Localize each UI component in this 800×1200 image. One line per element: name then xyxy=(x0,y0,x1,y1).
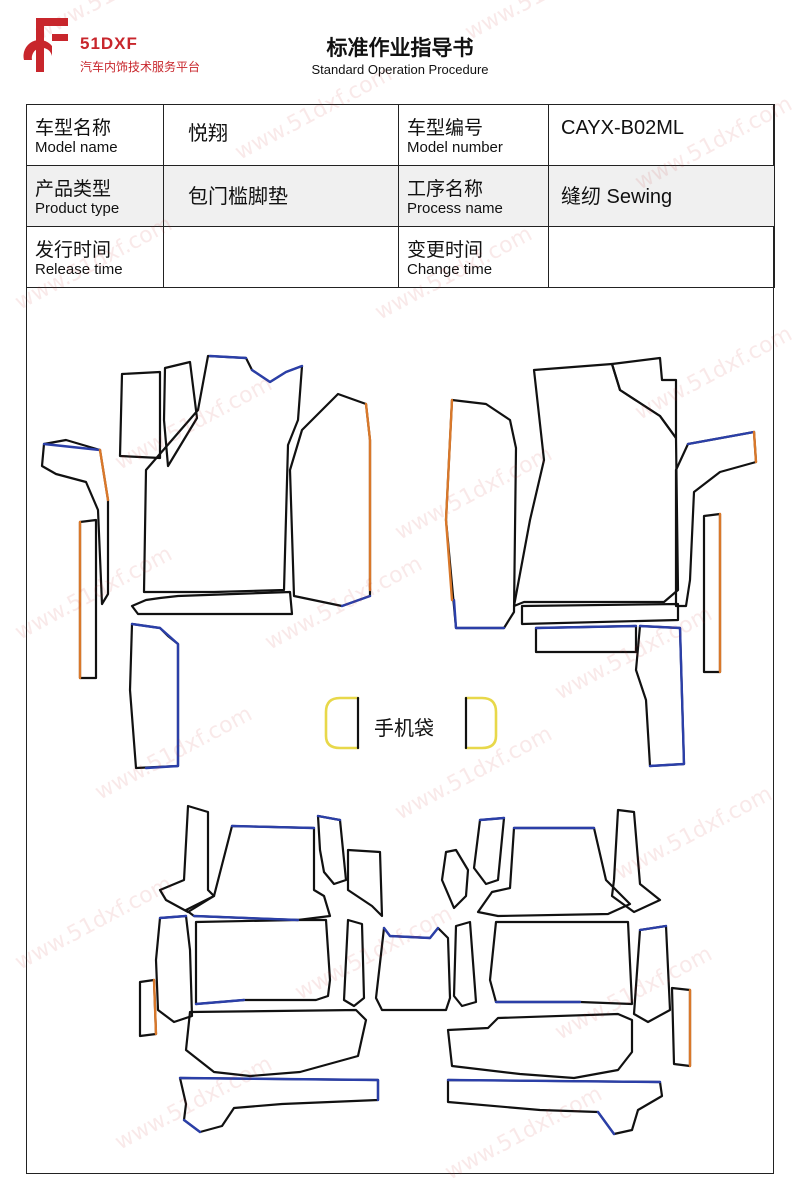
page-title: 标准作业指导书 xyxy=(326,36,474,60)
process-name-label: 工序名称 xyxy=(407,178,484,200)
mat-piece xyxy=(130,590,294,616)
mat-piece xyxy=(674,430,758,608)
product-type-value-cell: 包门槛脚垫 xyxy=(163,165,399,227)
info-table: 车型名称 Model name 悦翔 车型编号 Model number CAY… xyxy=(26,104,775,288)
mat-piece xyxy=(142,354,304,594)
model-number-value-cell: CAYX-B02ML xyxy=(548,104,775,166)
pocket-right xyxy=(464,696,498,750)
mat-piece xyxy=(634,624,686,768)
brand-tagline: 汽车内饰技术服务平台 xyxy=(80,60,201,74)
model-name-value-cell: 悦翔 xyxy=(163,104,399,166)
product-type-label-en: Product type xyxy=(35,200,120,217)
process-name-value: 缝纫 Sewing xyxy=(561,186,673,208)
model-name-value: 悦翔 xyxy=(188,121,228,145)
model-name-label-cell: 车型名称 Model name xyxy=(26,104,164,166)
pocket-label: 手机袋 xyxy=(374,716,434,740)
mat-piece xyxy=(346,848,384,918)
mat-piece xyxy=(440,848,470,910)
mat-piece xyxy=(632,924,672,1024)
model-number-label-en: Model number xyxy=(407,139,503,156)
pocket-left xyxy=(324,696,360,750)
product-type-label-cell: 产品类型 Product type xyxy=(26,165,164,227)
mat-piece xyxy=(610,356,678,440)
info-row: 产品类型 Product type 包门槛脚垫 工序名称 Process nam… xyxy=(26,165,775,227)
mat-piece xyxy=(40,438,110,606)
orange-edges xyxy=(78,398,758,1068)
mat-piece xyxy=(512,362,680,608)
release-time-label-cell: 发行时间 Release time xyxy=(26,226,164,288)
model-number-label-cell: 车型编号 Model number xyxy=(398,104,549,166)
logo: 51DXF 汽车内饰技术服务平台 xyxy=(22,16,242,80)
blue-edges xyxy=(42,354,756,1136)
process-name-value-cell: 缝纫 Sewing xyxy=(548,165,775,227)
page-subtitle: Standard Operation Procedure xyxy=(311,62,489,77)
model-name-label-en: Model name xyxy=(35,139,118,156)
info-row: 车型名称 Model name 悦翔 车型编号 Model number CAY… xyxy=(26,104,775,166)
release-time-label: 发行时间 xyxy=(35,239,112,261)
mat-piece xyxy=(488,920,634,1006)
product-type-value: 包门槛脚垫 xyxy=(188,184,288,208)
mat-piece xyxy=(288,392,372,608)
mat-piece xyxy=(184,824,332,922)
change-time-label-cell: 变更时间 Change time xyxy=(398,226,549,288)
mat-piece xyxy=(374,926,452,1012)
change-time-label: 变更时间 xyxy=(407,239,484,261)
mat-piece xyxy=(158,804,216,914)
mat-piece xyxy=(446,1012,634,1080)
mat-piece xyxy=(178,1076,380,1134)
mat-piece xyxy=(670,986,692,1068)
model-name-label: 车型名称 xyxy=(35,117,112,139)
mat-piece xyxy=(194,918,332,1006)
release-time-label-en: Release time xyxy=(35,261,123,278)
mat-piece xyxy=(444,398,518,630)
pattern-diagram xyxy=(40,354,758,1136)
phone-pocket xyxy=(324,696,498,750)
mat-piece xyxy=(128,622,180,770)
model-number-label: 车型编号 xyxy=(407,117,484,139)
mat-piece xyxy=(162,360,199,468)
product-type-label: 产品类型 xyxy=(35,178,112,200)
mat-piece xyxy=(342,918,366,1008)
mat-piece xyxy=(610,808,662,914)
model-number-value: CAYX-B02ML xyxy=(561,117,685,139)
change-time-value-cell xyxy=(548,226,775,288)
info-row: 发行时间 Release time 变更时间 Change time xyxy=(26,226,775,288)
process-name-label-en: Process name xyxy=(407,200,503,217)
change-time-label-en: Change time xyxy=(407,261,493,278)
mat-piece xyxy=(316,814,348,886)
mat-piece xyxy=(154,914,194,1024)
mat-piece xyxy=(702,512,722,674)
process-name-label-cell: 工序名称 Process name xyxy=(398,165,549,227)
mat-piece xyxy=(472,816,506,886)
mat-piece xyxy=(184,1008,368,1078)
brand-name: 51DXF xyxy=(80,34,138,53)
mat-piece xyxy=(476,826,632,918)
mat-piece xyxy=(534,624,638,654)
mat-piece xyxy=(118,370,162,460)
mat-piece xyxy=(452,920,478,1008)
brand-logo-icon xyxy=(23,18,68,72)
mat-piece xyxy=(520,602,680,626)
mat-pieces xyxy=(40,354,758,1136)
mat-piece xyxy=(446,1078,664,1136)
release-time-value-cell xyxy=(163,226,399,288)
mat-piece xyxy=(78,518,98,680)
